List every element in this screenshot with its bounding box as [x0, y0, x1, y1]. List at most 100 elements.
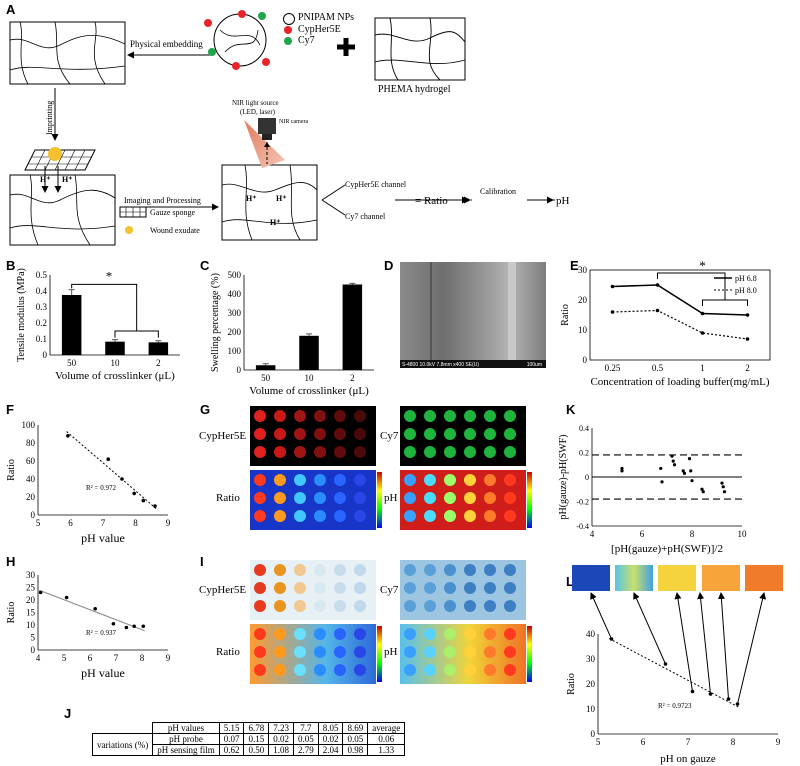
phema-hydrogel — [374, 17, 466, 81]
well — [424, 646, 436, 658]
panel-label-g: G — [200, 402, 211, 417]
well — [404, 410, 416, 422]
well — [274, 510, 286, 522]
y-tick-label: 40 — [586, 629, 596, 639]
table-cell: 8.69 — [342, 722, 369, 734]
well — [484, 410, 496, 422]
table-row: variations (%) pH probe 0.07 0.15 0.02 0… — [91, 733, 406, 756]
well — [274, 428, 286, 440]
well — [274, 628, 286, 640]
well — [354, 492, 366, 504]
data-point — [38, 590, 43, 595]
table-row-label: pH sensing film — [152, 744, 220, 756]
panel-label-h: H — [6, 554, 16, 569]
well — [274, 564, 286, 576]
data-point — [620, 466, 624, 471]
well — [504, 492, 516, 504]
well — [254, 646, 266, 658]
hplus-label: H⁺ — [270, 218, 281, 227]
well — [424, 600, 436, 612]
green-dot — [258, 12, 266, 20]
cyp-legend-marker — [284, 26, 292, 34]
x-tick-label: 7 — [101, 518, 106, 528]
r-squared-label: R² = 0.972 — [86, 484, 116, 492]
well — [404, 664, 416, 676]
imaging-label: Imaging and Processing — [124, 196, 201, 205]
x-axis-label: pH value — [81, 666, 125, 680]
well — [504, 428, 516, 440]
y-tick-label: 0 — [31, 510, 36, 520]
g-cyp-label: CypHer5E — [199, 430, 247, 442]
data-point — [132, 491, 136, 496]
cy7-legend-marker — [284, 37, 292, 45]
table-header-row: pH values 5.15 6.78 7.23 7.7 8.05 8.69 a… — [92, 722, 406, 734]
well — [444, 510, 456, 522]
well — [314, 510, 326, 522]
well — [424, 428, 436, 440]
x-axis-label: Volume of crosslinker (μL) — [55, 370, 175, 382]
x-tick-label: 7 — [686, 737, 691, 747]
well — [464, 628, 476, 640]
y-tick-label: 20 — [26, 595, 36, 605]
x-tick-label: 9 — [166, 653, 171, 663]
well — [354, 410, 366, 422]
y-axis-label: Ratio — [6, 602, 17, 624]
well — [484, 582, 496, 594]
x-tick-label: 8 — [140, 653, 145, 663]
well — [424, 628, 436, 640]
data-point — [655, 283, 660, 287]
hplus-label: H⁺ — [276, 194, 287, 203]
y-tick-label: 0 — [583, 355, 588, 365]
well — [404, 582, 416, 594]
well — [464, 428, 476, 440]
well — [314, 492, 326, 504]
y-tick-label: 0.4 — [579, 424, 589, 433]
well — [354, 646, 366, 658]
data-point — [64, 595, 69, 600]
y-tick-label: 30 — [586, 654, 596, 664]
well — [484, 428, 496, 440]
cy7-channel-label: Cy7 channel — [345, 212, 386, 221]
sem-image: S-4800 10.0kV 7.8mm x400 SE(U) 100um — [400, 262, 546, 368]
well — [464, 410, 476, 422]
well — [444, 628, 456, 640]
i-ph-label: pH — [384, 646, 398, 658]
y-tick-label: -0.4 — [576, 522, 589, 531]
well — [424, 492, 436, 504]
nir-label-1: NIR light source — [232, 99, 279, 107]
well — [354, 664, 366, 676]
well — [294, 664, 306, 676]
plot-frame — [589, 269, 771, 361]
well — [404, 428, 416, 440]
well — [254, 510, 266, 522]
pointer-arrow — [633, 592, 666, 665]
legend-label: pH 8.0 — [735, 286, 757, 295]
table-cell: 0.05 — [292, 733, 319, 745]
well — [254, 582, 266, 594]
well — [424, 564, 436, 576]
x-axis-label: pH on gauze — [660, 753, 716, 765]
well — [464, 510, 476, 522]
well — [254, 492, 266, 504]
well — [354, 446, 366, 458]
well — [444, 664, 456, 676]
well — [504, 564, 516, 576]
y-tick-label: 500 — [228, 270, 242, 280]
well — [404, 646, 416, 658]
series-line — [612, 284, 748, 316]
panel-label-e: E — [570, 258, 579, 273]
well — [444, 582, 456, 594]
well — [314, 664, 326, 676]
y-tick-label: 0.2 — [579, 449, 589, 458]
table-cell: 2.79 — [292, 744, 319, 756]
y-tick-label: 60 — [26, 456, 36, 466]
well — [294, 428, 306, 440]
well — [464, 492, 476, 504]
panel-label-j: J — [64, 706, 72, 721]
data-point — [745, 337, 750, 341]
table-row-group: variations (%) — [91, 733, 154, 756]
data-point — [124, 625, 129, 630]
data-point — [610, 310, 615, 314]
trend-line — [39, 589, 145, 632]
significance-bracket — [114, 330, 159, 338]
